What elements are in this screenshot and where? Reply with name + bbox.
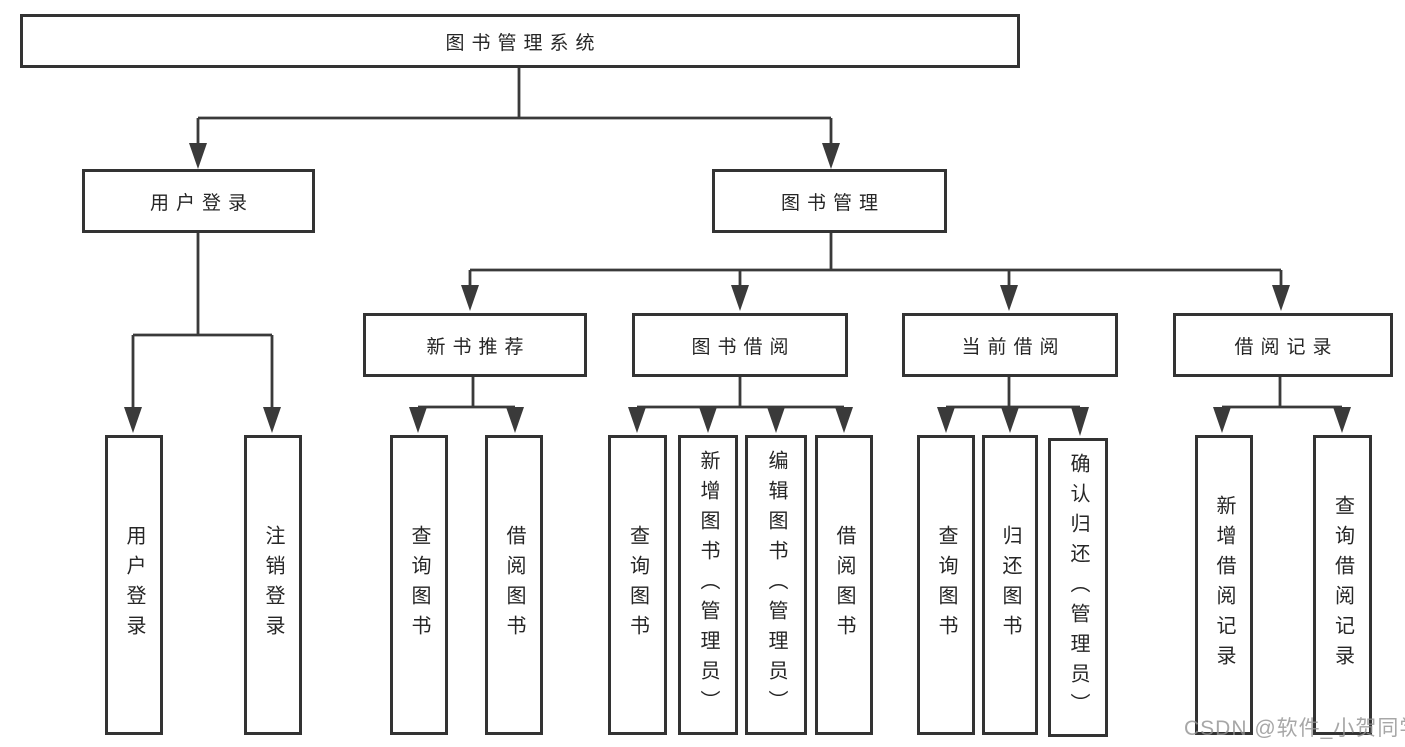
node-current-borrow-label: 当前借阅 <box>961 336 1066 358</box>
leaf-record-query-label: 查询借阅记录 <box>1331 495 1354 675</box>
node-current-borrow: 当前借阅 <box>902 313 1118 377</box>
node-book-mgmt-label: 图书管理 <box>780 192 885 214</box>
node-book-mgmt: 图书管理 <box>712 169 947 233</box>
leaf-logout-label: 注销登录 <box>262 525 284 645</box>
leaf-record-query: 查询借阅记录 <box>1313 435 1372 735</box>
node-user-login: 用户登录 <box>82 169 315 233</box>
leaf-borrow-edit-books-label: 编辑图书（管理员） <box>765 450 787 720</box>
leaf-rec-query-books: 查询图书 <box>390 435 448 735</box>
leaf-record-add-label: 新增借阅记录 <box>1213 495 1235 675</box>
node-borrow-record-label: 借阅记录 <box>1234 336 1339 358</box>
leaf-rec-borrow-books-label: 借阅图书 <box>503 525 525 645</box>
node-new-book-rec: 新书推荐 <box>363 313 587 377</box>
leaf-current-confirm-return: 确认归还（管理员） <box>1048 438 1108 737</box>
node-book-borrow-label: 图书借阅 <box>691 336 796 358</box>
node-root: 图书管理系统 <box>20 14 1020 68</box>
leaf-current-query-books-label: 查询图书 <box>935 525 957 645</box>
leaf-rec-borrow-books: 借阅图书 <box>485 435 543 735</box>
watermark: CSDN @软件_小贺同学 <box>1184 717 1405 740</box>
leaf-logout: 注销登录 <box>244 435 302 735</box>
leaf-user-login-label: 用户登录 <box>123 525 145 645</box>
leaf-current-query-books: 查询图书 <box>917 435 975 735</box>
leaf-borrow-query-books-label: 查询图书 <box>626 525 649 645</box>
leaf-record-add: 新增借阅记录 <box>1195 435 1253 735</box>
leaf-borrow-add-books-label: 新增图书（管理员） <box>697 450 719 720</box>
leaf-borrow-add-books: 新增图书（管理员） <box>678 435 738 735</box>
leaf-current-confirm-return-label: 确认归还（管理员） <box>1067 452 1089 723</box>
leaf-current-return-books-label: 归还图书 <box>999 525 1021 645</box>
arrowheads <box>124 143 1351 436</box>
node-root-label: 图书管理系统 <box>445 32 602 54</box>
node-new-book-rec-label: 新书推荐 <box>426 336 531 358</box>
node-borrow-record: 借阅记录 <box>1173 313 1393 377</box>
leaf-borrow-query-books: 查询图书 <box>608 435 667 735</box>
leaf-rec-query-books-label: 查询图书 <box>408 525 430 645</box>
leaf-borrow-borrow-books: 借阅图书 <box>815 435 873 735</box>
leaf-user-login: 用户登录 <box>105 435 163 735</box>
node-user-login-label: 用户登录 <box>149 192 254 214</box>
leaf-borrow-borrow-books-label: 借阅图书 <box>833 525 855 645</box>
node-book-borrow: 图书借阅 <box>632 313 848 377</box>
leaf-current-return-books: 归还图书 <box>982 435 1038 735</box>
leaf-borrow-edit-books: 编辑图书（管理员） <box>745 435 807 735</box>
